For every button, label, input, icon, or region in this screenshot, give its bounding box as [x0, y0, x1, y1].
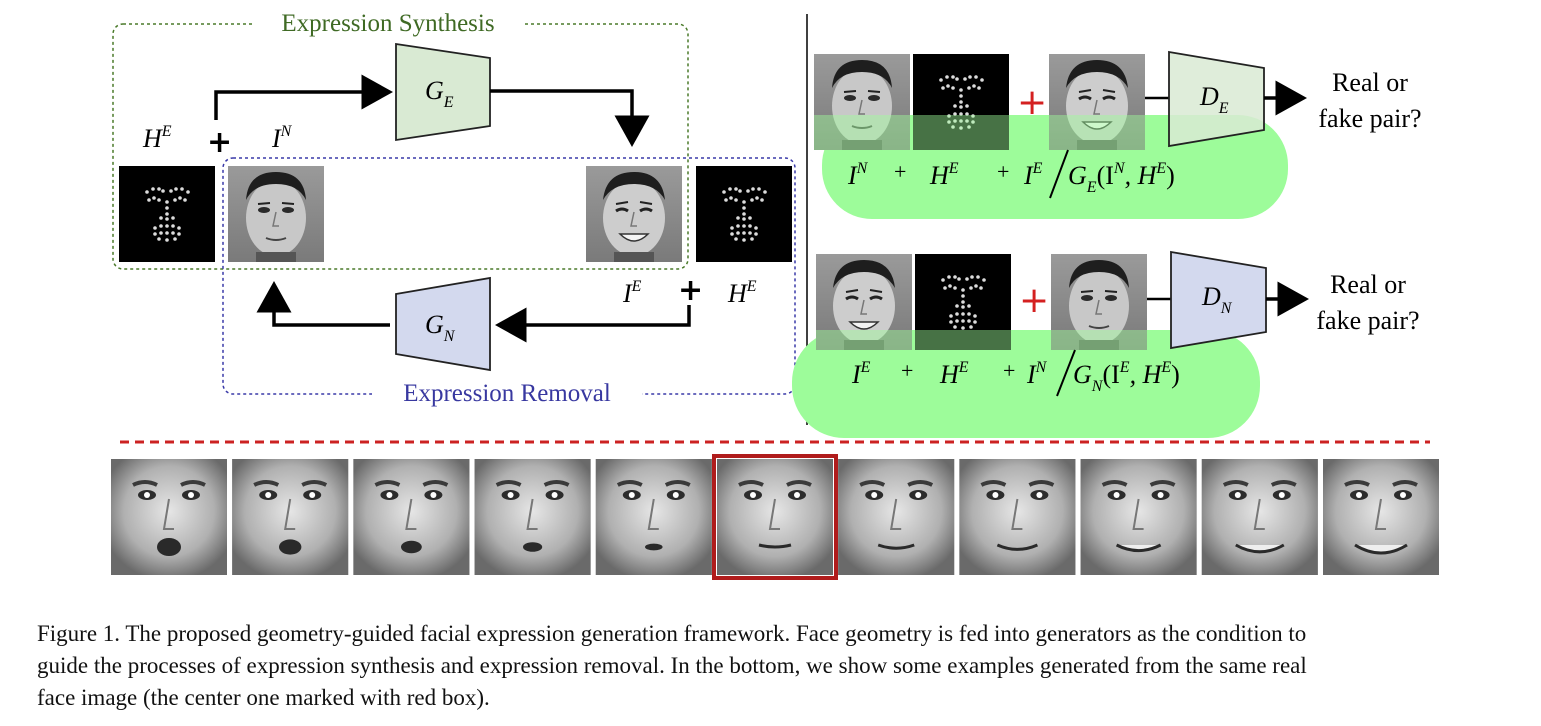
- label-i-n: IN: [271, 123, 293, 153]
- framework-figure: Expression Synthesis Expression Removal …: [109, 8, 1441, 580]
- example-face: [230, 457, 351, 577]
- arrow-removal-in: [495, 305, 691, 343]
- example-face: [715, 457, 835, 577]
- removal-title: Expression Removal: [403, 380, 611, 407]
- example-face: [351, 457, 472, 577]
- svg-text:GE(IN, HE): GE(IN, HE): [1068, 160, 1175, 196]
- svg-text:+: +: [1003, 358, 1015, 383]
- caption-line-3: face image (the center one marked with r…: [37, 685, 490, 710]
- example-face: [109, 457, 229, 577]
- caption-line-1: Figure 1. The proposed geometry-guided f…: [37, 621, 1307, 646]
- svg-text:HE: HE: [929, 160, 959, 190]
- example-face: [472, 457, 593, 577]
- generator-g-n-label: GN: [425, 310, 456, 345]
- generator-g-n: [395, 276, 491, 372]
- svg-text:IN: IN: [847, 160, 869, 190]
- discriminator-d-n-label: DN: [1201, 282, 1233, 317]
- figure-caption: Figure 1. The proposed geometry-guided f…: [37, 618, 1527, 714]
- arrow-synthesis-out: [490, 89, 650, 147]
- example-face: [593, 457, 714, 577]
- landmark-heatmap-removal: [696, 166, 792, 262]
- output-top-line1: Real or: [1332, 68, 1408, 97]
- label-plus-bottom: +: [678, 273, 703, 308]
- label-h-e-bottom: HE: [727, 278, 757, 308]
- formula-top: IN + HE + IE GE(IN, HE): [847, 149, 1175, 199]
- svg-text:IE: IE: [851, 359, 871, 389]
- discriminator-d-n: [1170, 250, 1267, 350]
- svg-text:+: +: [894, 159, 906, 184]
- arrow-synthesis-in: [214, 74, 393, 120]
- caption-line-2: guide the processes of expression synthe…: [37, 653, 1307, 678]
- example-face: [1078, 457, 1199, 577]
- smiling-face-output: [584, 164, 684, 264]
- generator-g-e-label: GE: [425, 76, 454, 111]
- highlight-bottom: [792, 330, 1260, 438]
- svg-text:GN(IE, HE): GN(IE, HE): [1073, 359, 1180, 395]
- landmark-heatmap-input: [119, 166, 215, 262]
- svg-text:IN: IN: [1026, 359, 1048, 389]
- arrow-removal-out: [256, 281, 390, 327]
- formula-bottom: IE + HE + IN GN(IE, HE): [851, 349, 1180, 397]
- svg-text:+: +: [901, 358, 913, 383]
- red-plus-bottom: +: [1019, 280, 1049, 321]
- label-i-e: IE: [622, 278, 642, 308]
- svg-text:+: +: [997, 159, 1009, 184]
- discriminator-d-e: [1168, 50, 1265, 148]
- discriminator-d-e-label: DE: [1199, 82, 1229, 117]
- output-bottom-line2: fake pair?: [1316, 306, 1419, 335]
- example-face: [1199, 457, 1320, 577]
- red-plus-top: +: [1017, 82, 1047, 123]
- example-face: [836, 457, 957, 577]
- svg-text:HE: HE: [939, 359, 969, 389]
- svg-text:IE: IE: [1023, 160, 1043, 190]
- output-top-line2: fake pair?: [1318, 104, 1421, 133]
- label-h-e-top: HE: [142, 123, 172, 153]
- example-face: [957, 457, 1078, 577]
- example-face: [1321, 457, 1441, 577]
- left-panel: Expression Synthesis Expression Removal …: [112, 8, 796, 408]
- selected-example-box: [712, 454, 838, 580]
- example-strip: [109, 454, 1441, 580]
- neutral-face-input: [227, 165, 325, 263]
- output-bottom-line1: Real or: [1330, 270, 1406, 299]
- synthesis-title: Expression Synthesis: [281, 10, 494, 37]
- right-panel: + DE Real or fake pair? IN + HE + IE GE(…: [792, 50, 1422, 438]
- generator-g-e: [395, 42, 491, 142]
- label-plus-top: +: [207, 125, 232, 160]
